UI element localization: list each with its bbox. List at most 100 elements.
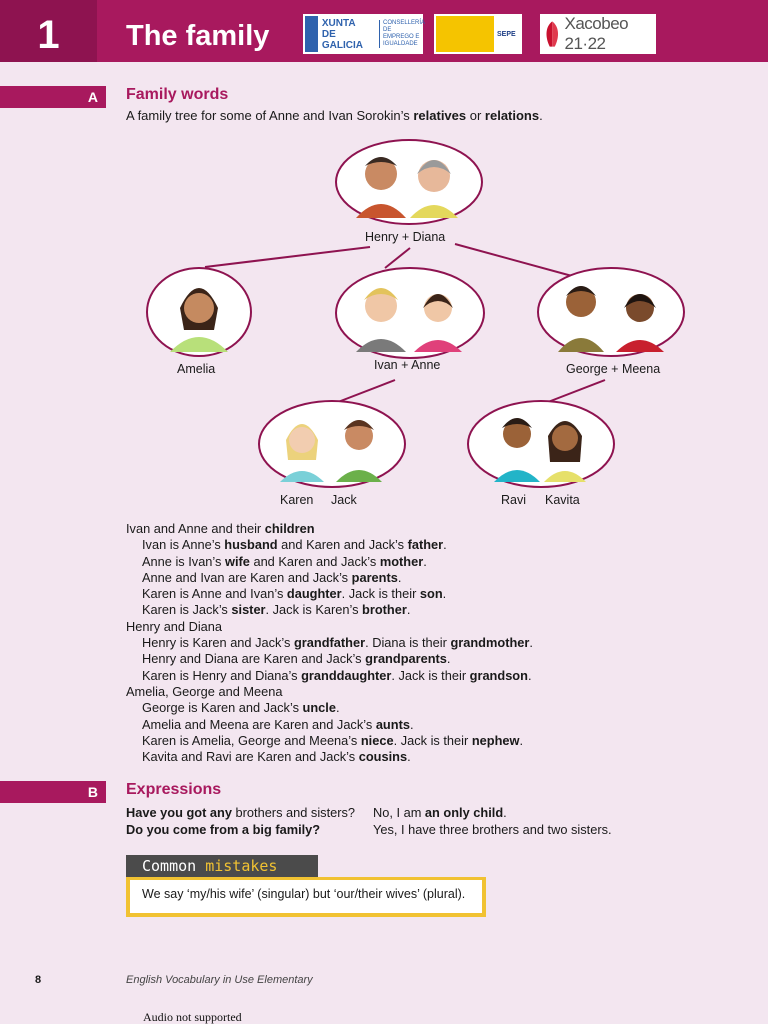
relation-text: and Karen and Jack’s: [277, 537, 408, 553]
relation-text: Karen is Jack’s: [142, 602, 232, 618]
common-mistakes-text: We say ‘my/his wife’ (singular) but ‘our…: [142, 887, 466, 901]
relation-group-heading: Ivan and Anne and their children: [126, 521, 746, 537]
label-henry-diana: Henry + Diana: [365, 230, 446, 244]
relation-line: Amelia and Meena are Karen and Jack’s au…: [126, 717, 746, 733]
vocab-word: granddaughter: [301, 667, 392, 683]
relation-line: George is Karen and Jack’s uncle.: [126, 700, 746, 716]
label-george-meena: George + Meena: [566, 362, 661, 376]
relation-text: .: [446, 651, 451, 667]
ravi-kavita-portrait: [467, 400, 615, 488]
relation-text: .: [397, 569, 402, 585]
vocab-word: grandparents: [365, 651, 447, 667]
section-a-tab: A: [0, 86, 106, 108]
vocab-word: wife: [225, 553, 250, 569]
vocab-word: son: [419, 586, 443, 602]
label-ravi: Ravi: [501, 493, 527, 507]
book-title: English Vocabulary in Use Elementary: [126, 974, 313, 986]
ivan-anne-portrait: [335, 267, 485, 359]
relation-text: .: [529, 635, 533, 651]
relation-text: .: [409, 716, 414, 732]
relation-text: . Jack is their: [391, 667, 470, 683]
relation-line: Henry is Karen and Jack’s grandfather. D…: [126, 635, 746, 651]
xunta-line1: XUNTA: [321, 17, 356, 29]
vocab-word: niece: [360, 732, 394, 748]
xunta-emblem-icon: [305, 16, 318, 52]
family-tree: Henry + Diana Amelia Ivan + Anne George …: [0, 130, 768, 520]
section-a-title: Family words: [126, 86, 229, 103]
relation-text: Kavita and Ravi are Karen and Jack’s: [142, 749, 359, 765]
relation-text: Amelia, George and Meena: [126, 683, 283, 699]
expressions-questions: Have you got any brothers and sisters? D…: [126, 804, 355, 838]
grandparents-portrait: [335, 139, 483, 225]
relation-text: Anne and Ivan are Karen and Jack’s: [142, 569, 352, 585]
question-1: Have you got any brothers and sisters?: [126, 805, 356, 820]
xunta-line2: DE GALICIA: [321, 28, 363, 51]
xacobeo-text: Xacobeo 21·22: [564, 14, 629, 53]
relation-text: .: [335, 700, 340, 716]
section-b-tab: B: [0, 781, 106, 803]
relation-text: and Karen and Jack’s: [249, 553, 380, 569]
link-grandparents-george: [454, 243, 573, 277]
label-jack: Jack: [331, 493, 357, 507]
relation-text: . Jack is Karen’s: [265, 602, 363, 618]
link-grandparents-ivan: [384, 247, 411, 269]
relation-text: Karen is Henry and Diana’s: [142, 667, 302, 683]
relation-line: Anne is Ivan’s wife and Karen and Jack’s…: [126, 554, 746, 570]
relation-line: Anne and Ivan are Karen and Jack’s paren…: [126, 570, 746, 586]
relation-line: Karen is Amelia, George and Meena’s niec…: [126, 733, 746, 749]
sepe-label: SEPE: [497, 30, 516, 38]
common-mistakes-box: We say ‘my/his wife’ (singular) but ‘our…: [126, 877, 486, 917]
label-amelia: Amelia: [177, 362, 216, 376]
relation-text: .: [407, 749, 411, 765]
vocab-word: uncle: [302, 700, 336, 716]
amelia-portrait: [146, 267, 252, 357]
vocab-word: grandson: [469, 667, 528, 683]
relation-line: Ivan is Anne’s husband and Karen and Jac…: [126, 537, 746, 553]
vocab-word: children: [264, 521, 315, 536]
link-grandparents-amelia: [204, 246, 371, 268]
relation-text: .: [423, 553, 427, 569]
label-ivan-anne: Ivan + Anne: [374, 358, 441, 372]
xunta-logo: XUNTA DE GALICIA CONSELLERÍA DE EMPREGO …: [303, 14, 425, 54]
xunta-dept: CONSELLERÍA DE EMPREGO E IGUALDADE: [379, 20, 425, 48]
vocab-word: aunts: [375, 716, 410, 732]
xacobeo-logo: Xacobeo 21·22: [540, 14, 656, 54]
vocab-word: brother: [362, 602, 407, 618]
label-kavita: Kavita: [545, 493, 580, 507]
vocab-word: grandfather: [293, 635, 366, 651]
relation-text: Henry and Diana: [126, 618, 223, 634]
vocab-word: nephew: [471, 732, 520, 748]
section-a-intro: A family tree for some of Anne and Ivan …: [126, 108, 543, 123]
relation-text: .: [519, 732, 524, 748]
relation-text: Karen is Anne and Ivan’s: [142, 586, 287, 602]
common-mistakes-tab: Common mistakes: [126, 855, 318, 877]
family-tree-graphic: [146, 139, 685, 488]
vocab-word: daughter: [286, 586, 342, 602]
unit-title: The family: [126, 20, 270, 52]
relation-text: .: [406, 602, 411, 618]
xacobeo-shell-icon: [546, 21, 559, 47]
page-number: 8: [35, 974, 42, 986]
vocab-word: grandmother: [450, 635, 530, 651]
relation-text: . Jack is their: [341, 586, 420, 602]
government-emblem-icon: [436, 16, 494, 52]
government-logo: SEPE: [434, 14, 522, 54]
expressions-answers: No, I am an only child. Yes, I have thre…: [373, 804, 612, 838]
relation-line: Karen is Anne and Ivan’s daughter. Jack …: [126, 586, 746, 602]
relation-text: .: [442, 586, 447, 602]
relation-line: Karen is Jack’s sister. Jack is Karen’s …: [126, 602, 746, 618]
label-karen: Karen: [280, 493, 314, 507]
relation-text: Amelia and Meena are Karen and Jack’s: [142, 716, 376, 732]
question-2: Do you come from a big family?: [126, 822, 321, 837]
vocab-word: sister: [231, 602, 266, 618]
link-george-children: [547, 379, 606, 403]
relation-line: Kavita and Ravi are Karen and Jack’s cou…: [126, 749, 746, 765]
vocab-word: parents: [351, 569, 398, 585]
relation-text: .: [527, 667, 532, 683]
answer-1: No, I am an only child.: [373, 805, 507, 820]
relation-text: Anne is Ivan’s: [142, 553, 225, 569]
unit-number: 1: [0, 0, 97, 62]
vocab-word: mother: [379, 553, 424, 569]
audio-fallback-text: Audio not supported: [143, 1010, 242, 1024]
